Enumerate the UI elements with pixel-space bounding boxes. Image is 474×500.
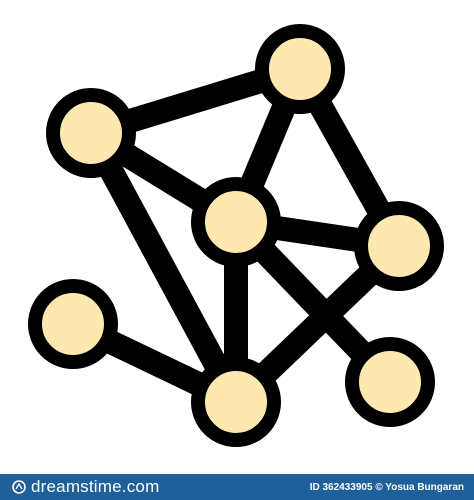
network-node <box>191 357 281 447</box>
network-node <box>28 279 118 369</box>
brand-block: dreamstime.com <box>12 477 159 497</box>
connection-line <box>79 121 248 414</box>
brand-text: dreamstime.com <box>31 477 160 496</box>
stock-footer-bar: dreamstime.com ID 362433905 © Yosua Bung… <box>0 474 474 500</box>
network-nodes <box>28 24 444 447</box>
network-nodes-icon <box>28 24 444 447</box>
network-node <box>354 201 444 291</box>
network-node <box>255 24 345 114</box>
network-node <box>191 177 281 267</box>
network-node <box>46 88 136 178</box>
image-credit-text: ID 362433905 © Yosua Bungaran <box>309 481 464 493</box>
brand-logo-icon <box>12 480 26 494</box>
network-icon-wrapper <box>28 24 444 447</box>
network-node <box>345 337 435 427</box>
